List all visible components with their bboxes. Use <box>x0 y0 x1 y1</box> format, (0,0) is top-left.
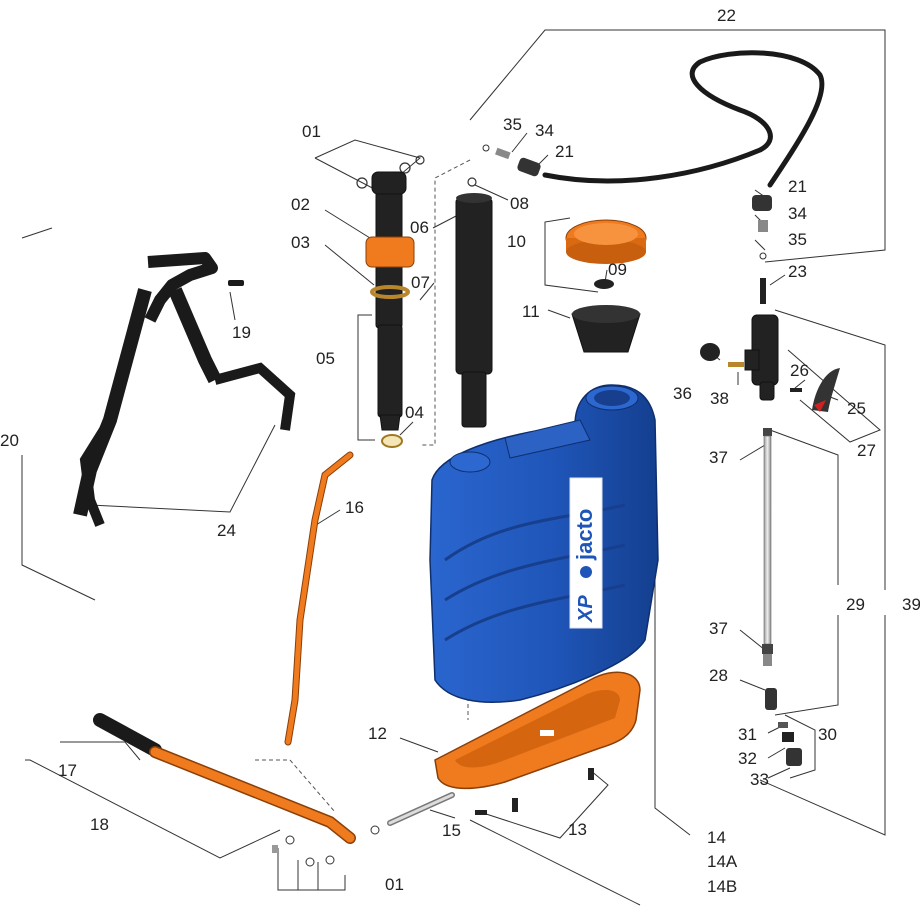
lance-assembly <box>482 144 840 766</box>
label-16: 16 <box>345 498 364 517</box>
tank-base <box>434 671 641 815</box>
label-13: 13 <box>568 820 587 839</box>
label-18: 18 <box>90 815 109 834</box>
label-06: 06 <box>410 218 429 237</box>
pivot-rod <box>387 792 455 826</box>
label-14a: 14A <box>707 852 738 871</box>
backpack-straps <box>73 252 296 527</box>
label-03: 03 <box>291 233 310 252</box>
label-37-top: 37 <box>709 448 728 467</box>
brand-emblem-icon <box>580 566 592 578</box>
label-20: 20 <box>0 431 19 450</box>
label-12: 12 <box>368 724 387 743</box>
label-19: 19 <box>232 323 251 342</box>
label-09: 09 <box>608 260 627 279</box>
label-11: 11 <box>522 302 540 321</box>
label-01-top: 01 <box>302 122 321 141</box>
label-23: 23 <box>788 262 807 281</box>
label-02: 02 <box>291 195 310 214</box>
label-01-bottom: 01 <box>385 875 404 894</box>
label-21-top: 21 <box>555 142 574 161</box>
label-31: 31 <box>738 725 757 744</box>
label-05: 05 <box>316 349 335 368</box>
label-35-right: 35 <box>788 230 807 249</box>
label-14b: 14B <box>707 877 737 896</box>
label-28: 28 <box>709 666 728 685</box>
label-29: 29 <box>846 595 865 614</box>
part-labels: 01 02 03 04 05 06 07 08 09 10 11 12 13 1… <box>0 6 920 896</box>
hose <box>542 50 825 188</box>
label-33: 33 <box>750 770 769 789</box>
brand-logo-text: jacto <box>572 509 597 561</box>
model-text: XP <box>575 595 597 623</box>
label-17: 17 <box>58 761 77 780</box>
pump-handle <box>93 713 380 867</box>
label-22: 22 <box>717 6 736 25</box>
label-32: 32 <box>738 749 757 768</box>
label-07: 07 <box>411 273 430 292</box>
pump-assembly <box>356 155 493 448</box>
label-38: 38 <box>710 389 729 408</box>
spray-tank: jacto XP <box>429 384 659 703</box>
label-37-bottom: 37 <box>709 619 728 638</box>
bracket-lines <box>21 29 886 906</box>
label-10: 10 <box>507 232 526 251</box>
label-25: 25 <box>847 399 866 418</box>
tank-lid-and-strainer <box>565 219 647 353</box>
label-30: 30 <box>818 725 837 744</box>
strap-clip-19 <box>228 280 244 286</box>
label-21-right: 21 <box>788 177 807 196</box>
label-24: 24 <box>217 521 236 540</box>
leader-lines <box>229 132 839 779</box>
label-15: 15 <box>442 821 461 840</box>
pump-lever <box>284 451 354 746</box>
label-34-top: 34 <box>535 121 554 140</box>
label-26: 26 <box>790 361 809 380</box>
label-14: 14 <box>707 828 726 847</box>
label-39: 39 <box>902 595 920 614</box>
label-04: 04 <box>405 403 424 422</box>
label-36: 36 <box>673 384 692 403</box>
label-34-right: 34 <box>788 204 807 223</box>
label-35-top: 35 <box>503 115 522 134</box>
label-27: 27 <box>857 441 876 460</box>
label-08: 08 <box>510 194 529 213</box>
